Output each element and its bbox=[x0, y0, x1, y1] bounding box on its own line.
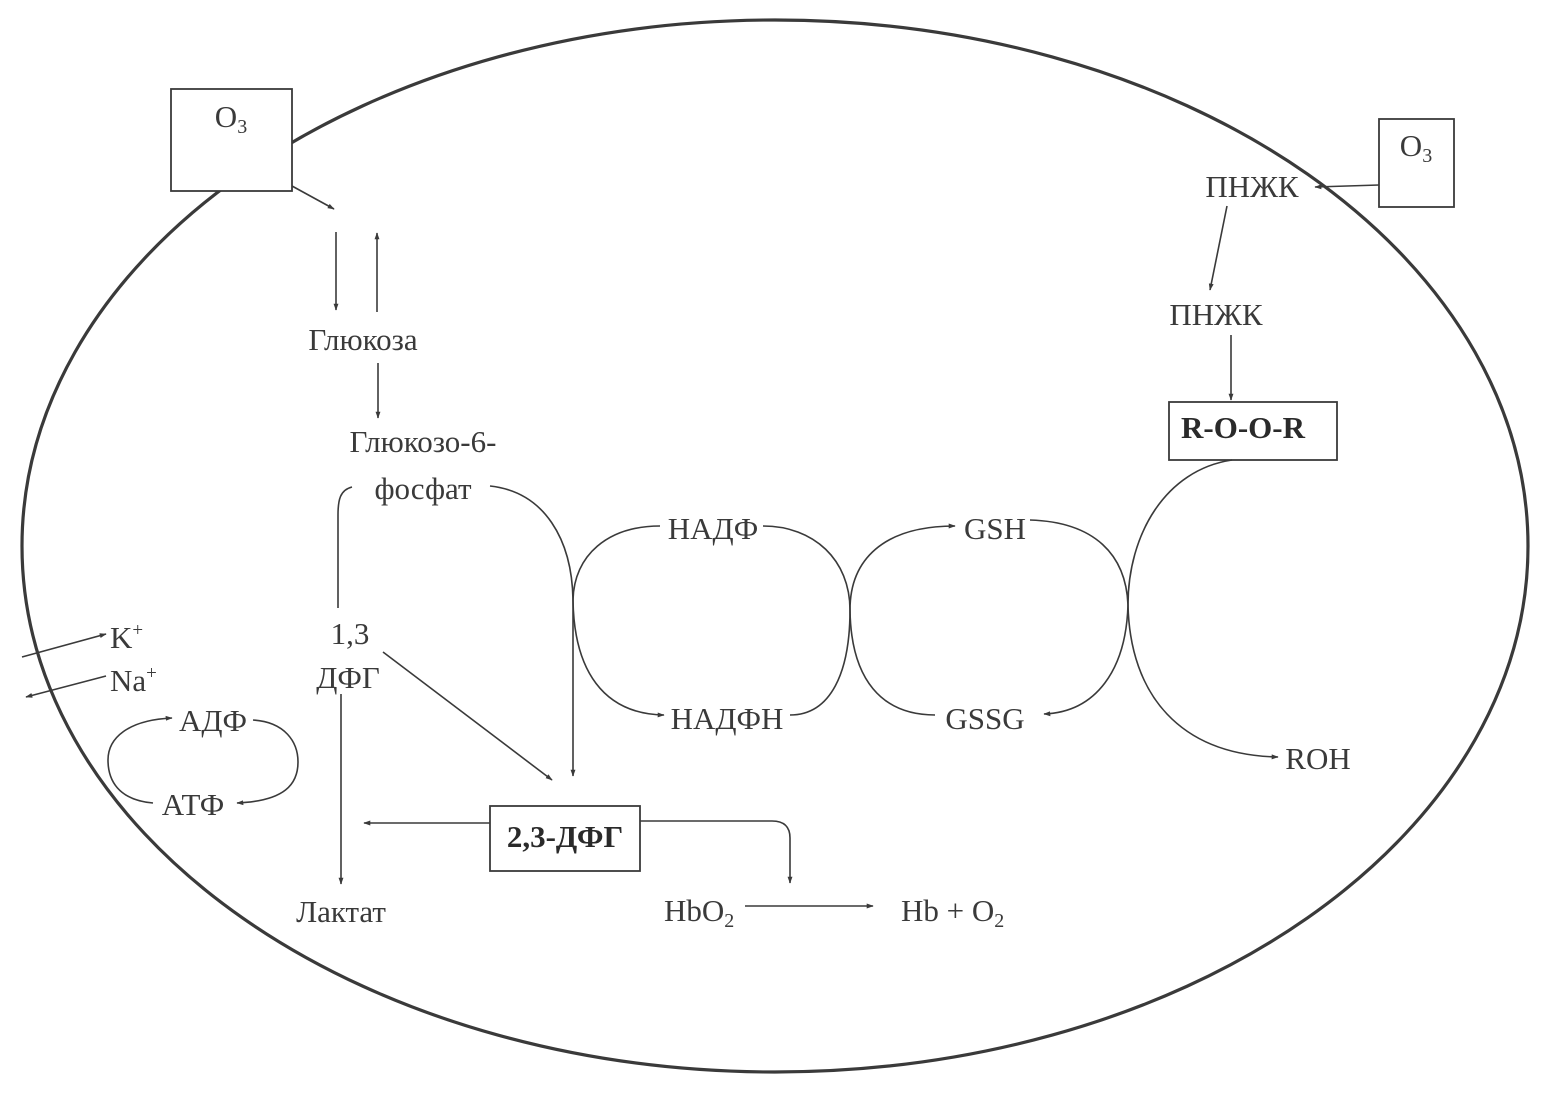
gsh-label: GSH bbox=[964, 511, 1026, 546]
line-gssg-left bbox=[849, 609, 936, 716]
gssg-label: GSSG bbox=[945, 701, 1024, 736]
nadph-label: НАДФН bbox=[671, 701, 784, 736]
line-gsh-right bbox=[1029, 519, 1129, 606]
arrow-g6p-to-bpg23 bbox=[489, 485, 576, 777]
arrow-to-nadph bbox=[572, 599, 665, 718]
ozone-left-label: O3 bbox=[215, 99, 247, 138]
g6p-label-line2: фосфат bbox=[374, 471, 472, 506]
arrow-bpg13-to-bpg23 bbox=[382, 651, 553, 781]
sodium-label: Na+ bbox=[110, 663, 157, 698]
arrow-pufa-to-pufa bbox=[1208, 205, 1228, 291]
arrow-to-gssg bbox=[1043, 604, 1129, 717]
roh-label: ROH bbox=[1285, 741, 1350, 776]
pufa-top-label: ПНЖК bbox=[1205, 169, 1299, 204]
nadp-label: НАДФ bbox=[668, 511, 758, 546]
arrow-to-roh bbox=[1127, 604, 1279, 760]
line-nadph-right bbox=[789, 609, 851, 716]
g6p-label-line1: Глюкозо-6- bbox=[350, 424, 497, 459]
arrow-potassium-in bbox=[21, 633, 107, 658]
arrow-to-gsh bbox=[849, 523, 956, 611]
hb-o2-label: Hb + O2 bbox=[901, 893, 1004, 932]
bpg13-label-line2: ДФГ bbox=[316, 660, 380, 695]
arrow-ozone-entry bbox=[291, 185, 335, 210]
arrow-bpg23-to-hbo2 bbox=[640, 820, 793, 884]
glucose-label: Глюкоза bbox=[308, 322, 417, 357]
bpg23-label: 2,3-ДФГ bbox=[507, 819, 623, 854]
roor-label: R-O-O-R bbox=[1181, 410, 1306, 445]
roor-box bbox=[1168, 401, 1338, 461]
arrow-nadp-curve bbox=[572, 525, 661, 601]
ozone-right-label: O3 bbox=[1400, 128, 1432, 167]
hbo2-label: HbO2 bbox=[664, 893, 734, 932]
pufa-mid-label: ПНЖК bbox=[1169, 297, 1263, 332]
cell-membrane bbox=[20, 18, 1530, 1074]
bpg23-box bbox=[489, 805, 641, 872]
atp-label: АТФ bbox=[162, 787, 224, 822]
arrow-atp-to-adp bbox=[107, 715, 173, 804]
ozone-right-box bbox=[1378, 118, 1455, 208]
adp-label: АДФ bbox=[179, 703, 247, 738]
line-roor-in bbox=[1127, 459, 1233, 606]
line-nadp-right bbox=[762, 525, 851, 611]
arrow-ozone-to-pufa bbox=[1314, 184, 1380, 190]
line-g6p-to-bpg13 bbox=[337, 486, 353, 608]
potassium-label: K+ bbox=[110, 620, 143, 655]
arrow-adp-to-atp bbox=[236, 719, 299, 806]
ozone-left-box bbox=[170, 88, 293, 192]
lactate-label: Лактат bbox=[296, 894, 386, 929]
bpg13-label-line1: 1,3 bbox=[331, 616, 370, 651]
arrow-sodium-out bbox=[25, 675, 107, 698]
